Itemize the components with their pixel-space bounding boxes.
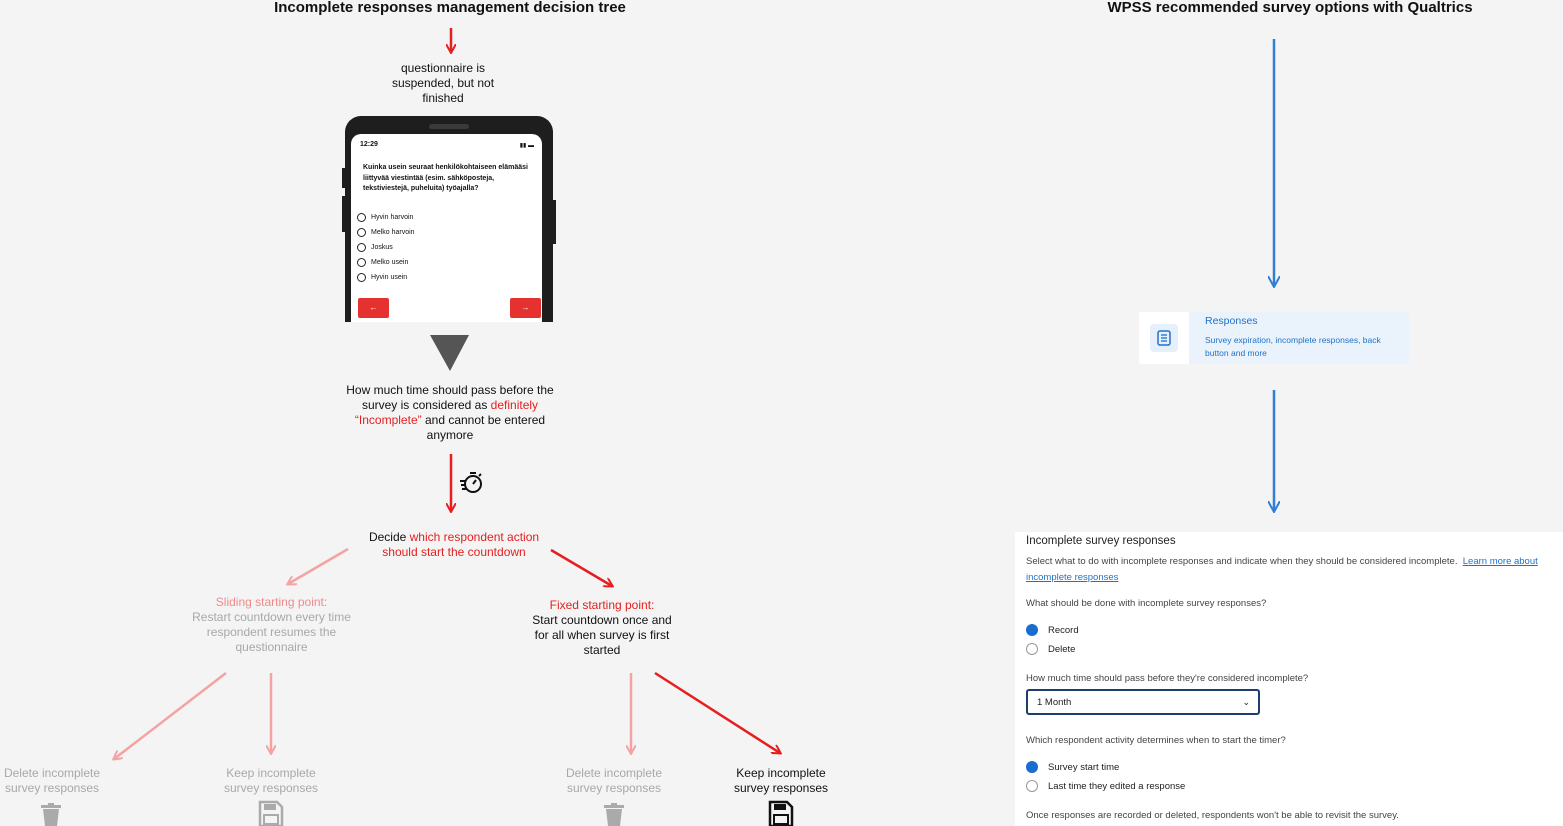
- node-fixed: Fixed starting point: Start countdown on…: [531, 598, 673, 658]
- radio-survey-start-time[interactable]: Survey start time: [1026, 761, 1119, 773]
- radio-icon: [357, 258, 366, 267]
- phone-option[interactable]: Melko harvoin: [357, 225, 415, 240]
- phone-option[interactable]: Hyvin harvoin: [357, 210, 415, 225]
- incomplete-highlight: definitely “Incomplete”: [354, 398, 539, 427]
- arrow-to-keep-fixed: [654, 671, 780, 753]
- phone-option[interactable]: Melko usein: [357, 255, 415, 270]
- sliding-label: Sliding starting point:: [215, 595, 328, 609]
- down-triangle: [430, 335, 469, 371]
- radio-delete[interactable]: Delete: [1026, 643, 1075, 655]
- radio-icon: [357, 243, 366, 252]
- phone-option[interactable]: Joskus: [357, 240, 415, 255]
- responses-card[interactable]: Responses Survey expiration, incomplete …: [1139, 312, 1409, 364]
- leaf-keep-fixed: Keep incomplete survey responses: [733, 766, 829, 795]
- radio-icon: [357, 273, 366, 282]
- right-title: WPSS recommended survey options with Qua…: [1107, 0, 1473, 16]
- stopwatch-icon: [460, 472, 482, 493]
- responses-description: Survey expiration, incomplete responses,…: [1205, 335, 1381, 358]
- fixed-label: Fixed starting point:: [549, 598, 655, 612]
- phone-option[interactable]: Hyvin usein: [357, 270, 415, 285]
- chevron-down-icon: ⌄: [1242, 697, 1250, 707]
- arrow-to-sliding: [288, 547, 349, 584]
- left-title: Incomplete responses management decision…: [274, 0, 626, 16]
- radio-icon: [357, 213, 366, 222]
- radio-record[interactable]: Record: [1026, 624, 1079, 636]
- radio-last-edited[interactable]: Last time they edited a response: [1026, 780, 1185, 792]
- respondent-action-highlight: which respondent action should start the…: [382, 530, 540, 559]
- sliding-text: Restart countdown every time respondent …: [192, 610, 351, 654]
- phone-question: Kuinka usein seuraat henkilökohtaiseen e…: [363, 164, 528, 192]
- arrow-to-fixed: [550, 548, 612, 586]
- phone-mockup: 12:29 ▮▮ ▬ Kuinka usein seuraat henkilök…: [342, 116, 556, 322]
- radio-unselected-icon: [1026, 780, 1038, 792]
- phone-next-button[interactable]: →: [510, 298, 541, 318]
- panel-intro: Select what to do with incomplete respon…: [1026, 556, 1538, 583]
- survey-options-icon: [1150, 324, 1178, 352]
- question-action: What should be done with incomplete surv…: [1026, 598, 1267, 609]
- node-decide: Decide which respondent action should st…: [368, 530, 540, 559]
- fixed-text: Start countdown once and for all when su…: [532, 613, 672, 657]
- learn-more-link[interactable]: Learn more about incomplete responses: [1026, 556, 1538, 583]
- radio-selected-icon: [1026, 624, 1038, 636]
- battery-icon: ▮▮ ▬: [519, 143, 534, 149]
- phone-options: Hyvin harvoin Melko harvoin Joskus Melko…: [357, 210, 415, 285]
- node-time-question: How much time should pass before the sur…: [346, 383, 554, 442]
- question-time: How much time should pass before they're…: [1026, 673, 1309, 684]
- phone-prev-button[interactable]: ←: [358, 298, 389, 318]
- question-timer-start: Which respondent activity determines whe…: [1026, 735, 1286, 746]
- incomplete-responses-panel: Incomplete survey responses Select what …: [1015, 532, 1563, 826]
- leaf-keep-sliding: Keep incomplete survey responses: [223, 766, 319, 795]
- node-suspended: questionnaire is suspended, but not fini…: [391, 61, 495, 105]
- time-select[interactable]: 1 Month ⌄: [1026, 689, 1260, 715]
- phone-time: 12:29: [360, 141, 378, 148]
- radio-selected-icon: [1026, 761, 1038, 773]
- arrow-sliding-delete: [114, 672, 227, 759]
- responses-title: Responses: [1205, 315, 1258, 327]
- phone-screen: 12:29 ▮▮ ▬ Kuinka usein seuraat henkilök…: [351, 134, 542, 322]
- leaf-delete-fixed: Delete incomplete survey responses: [565, 766, 663, 795]
- radio-unselected-icon: [1026, 643, 1038, 655]
- radio-icon: [357, 228, 366, 237]
- phone-notch: [429, 124, 469, 129]
- node-sliding: Sliding starting point: Restart countdow…: [184, 595, 359, 655]
- responses-icon-box: [1139, 312, 1189, 364]
- panel-title: Incomplete survey responses: [1026, 535, 1176, 547]
- panel-footer-note: Once responses are recorded or deleted, …: [1026, 810, 1399, 821]
- leaf-delete-sliding: Delete incomplete survey responses: [3, 766, 101, 795]
